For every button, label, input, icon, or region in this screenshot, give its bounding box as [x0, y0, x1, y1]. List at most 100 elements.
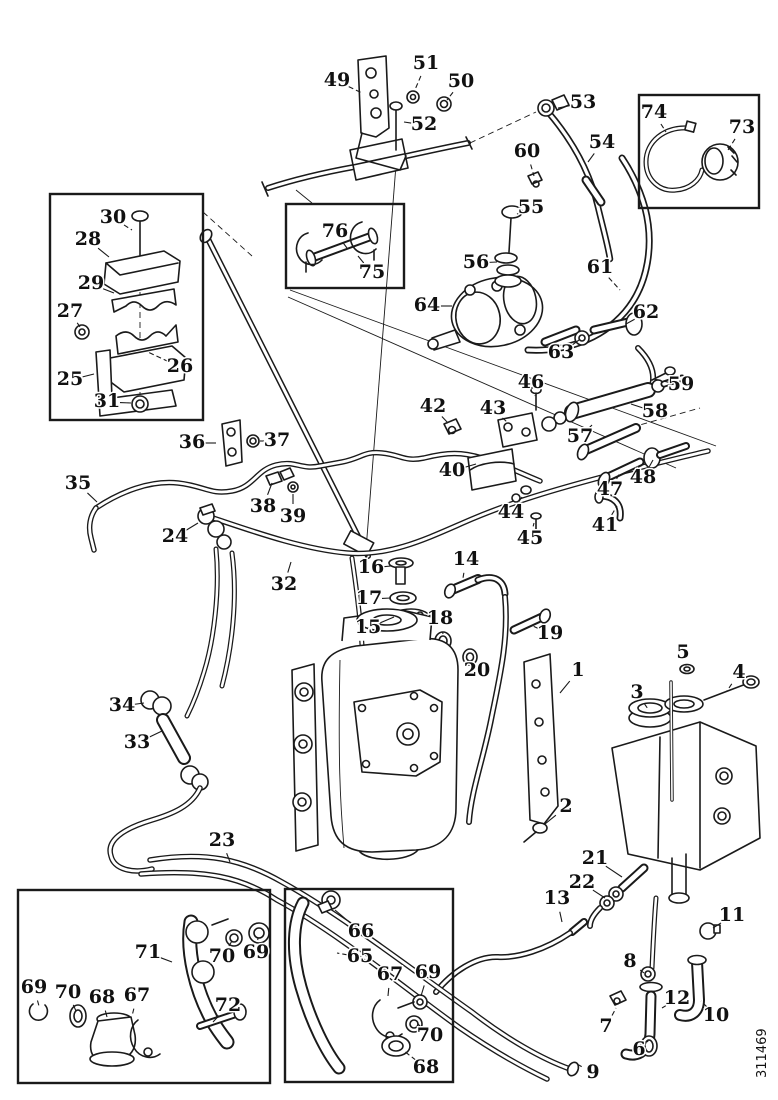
callout-6: 6 [632, 1038, 645, 1060]
callout-47: 47 [597, 478, 623, 500]
control-valve [611, 663, 761, 971]
leader-line-73 [727, 138, 736, 151]
leader-line-54 [587, 153, 595, 163]
callout-54: 54 [589, 131, 615, 153]
leader-line-38 [267, 482, 273, 496]
callout-66: 66 [348, 920, 374, 942]
leader-line-69 [36, 1000, 40, 1007]
leader-line-76 [342, 242, 348, 249]
callout-12: 12 [664, 987, 690, 1009]
lever-boot-parts [288, 890, 428, 1075]
leader-line-68 [104, 1010, 108, 1018]
hose-cap-inset-box [637, 93, 761, 210]
leader-line-52 [403, 121, 412, 124]
leader-line-1 [559, 680, 571, 694]
leader-line-10 [700, 1000, 708, 1008]
callout-72: 72 [215, 994, 241, 1016]
drawing-number: 311469 [755, 1028, 770, 1078]
leader-line-15 [379, 616, 395, 624]
callout-70: 70 [417, 1024, 443, 1046]
callout-23: 23 [209, 829, 235, 851]
callout-70: 70 [55, 981, 81, 1003]
gear-bracket [523, 653, 559, 843]
leader-line-57 [588, 424, 593, 429]
leader-line-34 [134, 702, 145, 705]
callout-40: 40 [439, 459, 465, 481]
callout-20: 20 [464, 659, 490, 681]
leader-line-70 [228, 940, 233, 947]
leader-line-65 [336, 952, 348, 956]
leader-line-4 [726, 683, 733, 692]
callout-74: 74 [641, 101, 667, 123]
callout-17: 17 [356, 587, 382, 609]
leader-line-42 [441, 416, 449, 424]
leader-line-29 [102, 288, 115, 294]
callout-39: 39 [280, 505, 306, 527]
leader-line-67 [387, 987, 390, 997]
leader-line-8 [639, 969, 645, 974]
leader-line-44 [517, 496, 523, 503]
leader-line-6 [646, 1040, 649, 1043]
pitman-arm-parts [28, 914, 270, 1067]
leader-line-49 [348, 86, 363, 94]
leader-line-68 [403, 1050, 417, 1061]
callout-21: 21 [582, 847, 608, 869]
callout-62: 62 [633, 301, 659, 323]
callout-layer: 4951505253546055566461626359585746747376… [19, 51, 756, 1085]
leader-line-11 [712, 922, 722, 929]
callout-15: 15 [355, 616, 381, 638]
callout-34: 34 [109, 694, 135, 716]
clamp-plate-group [443, 385, 690, 537]
callout-50: 50 [448, 70, 474, 92]
callout-59: 59 [668, 373, 694, 395]
callout-71: 71 [135, 941, 161, 963]
callout-10: 10 [703, 1004, 729, 1026]
callout-32: 32 [271, 573, 297, 595]
leader-line-19 [532, 625, 539, 629]
hose-cap-parts [643, 120, 739, 193]
callout-9: 9 [586, 1061, 599, 1083]
callout-56: 56 [463, 251, 489, 273]
pump-and-hoses [427, 94, 686, 432]
leader-line-35 [87, 492, 98, 503]
callout-36: 36 [179, 431, 205, 453]
leader-line-41 [611, 505, 618, 516]
callout-8: 8 [623, 950, 636, 972]
callout-1: 1 [571, 659, 584, 681]
callout-55: 55 [518, 196, 544, 218]
callout-42: 42 [420, 395, 446, 417]
leader-line-72 [212, 1015, 220, 1023]
callout-31: 31 [94, 390, 120, 412]
steering-gear [291, 608, 459, 861]
callout-46: 46 [518, 371, 544, 393]
callout-58: 58 [642, 400, 668, 422]
callout-52: 52 [411, 113, 437, 135]
callout-14: 14 [453, 548, 479, 570]
leader-line-12 [661, 1005, 667, 1009]
callout-73: 73 [729, 116, 755, 138]
callout-27: 27 [57, 300, 83, 322]
leader-line-27 [76, 322, 81, 328]
leader-line-14 [462, 572, 465, 579]
leader-line-22 [592, 889, 606, 899]
leader-line-70 [416, 1022, 422, 1028]
leader-line-40 [464, 463, 477, 468]
leader-line-59 [653, 378, 669, 383]
lower-left-pipes [107, 690, 580, 1082]
leader-line-61 [608, 277, 621, 291]
callout-61: 61 [587, 256, 613, 278]
callout-69: 69 [21, 976, 47, 998]
callout-19: 19 [537, 622, 563, 644]
callout-16: 16 [358, 556, 384, 578]
callout-44: 44 [498, 501, 524, 523]
leader-line-60 [530, 164, 535, 177]
clamp-stack-parts [74, 210, 187, 417]
callout-2: 2 [559, 795, 572, 817]
callout-75: 75 [359, 261, 385, 283]
leader-line-48 [648, 459, 654, 467]
leader-line-51 [413, 75, 422, 93]
callout-37: 37 [264, 429, 290, 451]
callout-60: 60 [514, 140, 540, 162]
leader-line-67 [131, 1008, 135, 1017]
callout-5: 5 [676, 641, 689, 663]
